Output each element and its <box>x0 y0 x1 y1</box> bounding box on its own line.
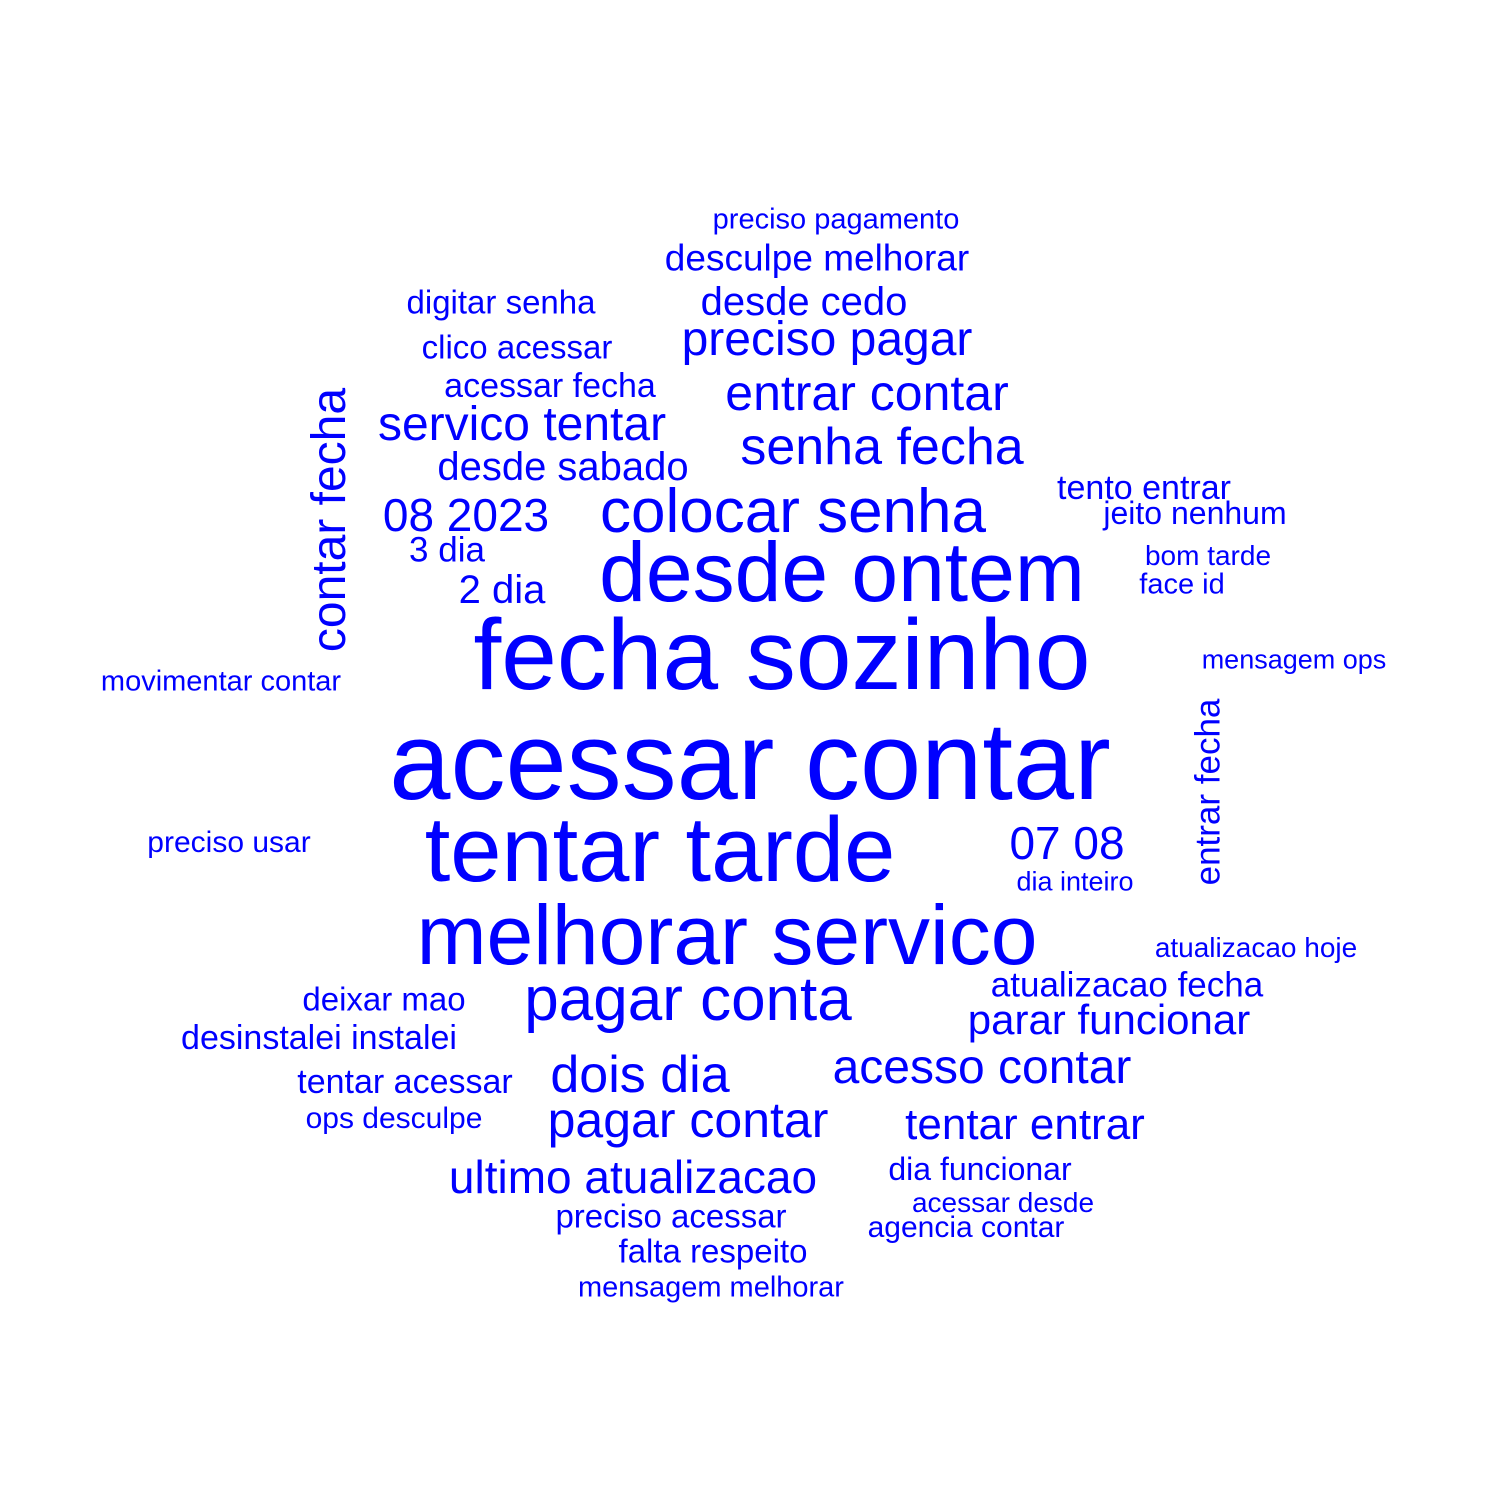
word-acessar-fecha: acessar fecha <box>444 367 656 405</box>
word-08-2023: 08 2023 <box>382 489 550 541</box>
word-ops-desculpe: ops desculpe <box>305 1102 483 1135</box>
word-tentar-tarde: tentar tarde <box>424 799 896 901</box>
word-mensagem-ops: mensagem ops <box>1201 644 1387 675</box>
word-pagar-conta: pagar conta <box>524 965 852 1034</box>
word-pagar-contar: pagar contar <box>547 1092 829 1148</box>
word-parar-funcionar: parar funcionar <box>967 996 1251 1043</box>
word-falta-respeito: falta respeito <box>618 1232 808 1270</box>
word-tentar-entrar: tentar entrar <box>905 1100 1145 1149</box>
word-bom-tarde: bom tarde <box>1144 540 1272 571</box>
word-preciso-pagar: preciso pagar <box>681 313 973 366</box>
word-jeito-nenhum: jeito nenhum <box>1103 495 1287 531</box>
word-contar-fecha: contar fecha <box>303 387 356 653</box>
word-desde-cedo: desde cedo <box>700 280 908 324</box>
word-colocar-senha: colocar senha <box>599 477 987 546</box>
word-desde-ontem: desde ontem <box>599 525 1085 619</box>
word-dois-dia: dois dia <box>550 1046 730 1104</box>
word-07-08: 07 08 <box>1009 817 1125 869</box>
word-preciso-usar: preciso usar <box>147 826 311 859</box>
word-entrar-fecha: entrar fecha <box>1188 698 1228 886</box>
word-preciso-pagamento: preciso pagamento <box>712 203 960 236</box>
word-tentar-acessar: tentar acessar <box>297 1063 513 1101</box>
word-atualizacao-fecha: atualizacao fecha <box>990 965 1264 1005</box>
word-entrar-contar: entrar contar <box>725 365 1009 421</box>
word-senha-fecha: senha fecha <box>740 418 1024 476</box>
word-acesso-contar: acesso contar <box>832 1041 1132 1094</box>
word-digitar-senha: digitar senha <box>406 283 596 321</box>
word-desinstalei-instalei: desinstalei instalei <box>181 1019 457 1057</box>
word-mensagem-melhorar: mensagem melhorar <box>578 1271 844 1304</box>
word-melhorar-servico: melhorar servico <box>416 888 1038 982</box>
word-ultimo-atualizacao: ultimo atualizacao <box>448 1151 818 1203</box>
word-preciso-acessar: preciso acessar <box>555 1197 787 1235</box>
word-2-dia: 2 dia <box>458 568 546 612</box>
word-clico-acessar: clico acessar <box>421 328 613 366</box>
word-dia-funcionar: dia funcionar <box>888 1151 1072 1187</box>
word-desde-sabado: desde sabado <box>437 445 689 489</box>
word-acessar-contar: acessar contar <box>389 700 1111 823</box>
word-deixar-mao: deixar mao <box>302 980 466 1018</box>
word-servico-tentar: servico tentar <box>377 398 667 451</box>
word-fecha-sozinho: fecha sozinho <box>473 599 1091 711</box>
word-face-id: face id <box>1139 568 1225 601</box>
word-movimentar-contar: movimentar contar <box>100 665 342 698</box>
word-atualizacao-hoje: atualizacao hoje <box>1154 932 1358 963</box>
word-3-dia: 3 dia <box>409 530 485 570</box>
word-agencia-contar: agencia contar <box>867 1211 1065 1244</box>
word-tento-entrar: tento entrar <box>1057 469 1231 507</box>
word-desculpe-melhorar: desculpe melhorar <box>664 237 970 279</box>
word-acessar-desde: acessar desde <box>911 1187 1095 1218</box>
word-dia-inteiro: dia inteiro <box>1016 866 1134 897</box>
